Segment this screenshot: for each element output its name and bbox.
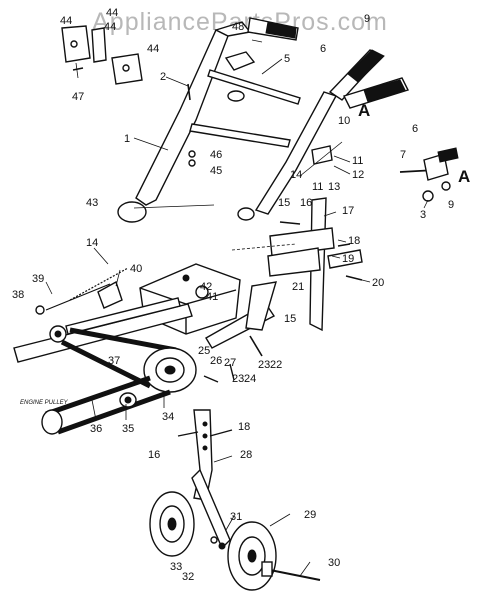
callout-label: 32	[182, 571, 194, 583]
engine-pulley-label: ENGINE PULLEY	[20, 400, 69, 406]
callout-label: 29	[304, 509, 316, 521]
handle-assembly	[117, 17, 409, 223]
belt-drive	[41, 327, 197, 435]
callout-label: 37	[108, 355, 120, 367]
mounting-bracket-assembly	[61, 25, 143, 85]
callout-label: 33	[170, 561, 182, 573]
callout-label: 36	[90, 423, 102, 435]
callout-label: 6	[320, 43, 326, 55]
callout-label: 15	[284, 313, 296, 325]
callout-label: 11	[352, 155, 363, 167]
callout-label: 16	[148, 449, 160, 461]
callout-label: 9	[448, 199, 454, 211]
callout-label: 26	[210, 355, 222, 367]
callout-label: 28	[240, 449, 252, 461]
callout-label: 25	[198, 345, 210, 357]
callout-label: 24	[244, 373, 256, 385]
callout-label: 21	[292, 281, 304, 293]
callout-letter-a-detail: A	[458, 167, 470, 186]
callout-label: 31	[230, 511, 242, 523]
callout-label: 6	[412, 123, 418, 135]
depth-bar-assembly	[231, 197, 363, 332]
callout-label: 47	[72, 91, 84, 103]
hardware	[177, 83, 235, 437]
callout-label: 27	[224, 357, 236, 369]
callout-label: 45	[210, 165, 222, 177]
callout-label: 44	[60, 15, 72, 27]
callout-label: 18	[348, 235, 360, 247]
callout-label: 10	[338, 115, 350, 127]
callout-label: 40	[130, 263, 142, 275]
callout-label: 11	[312, 181, 323, 193]
callout-label: 7	[400, 149, 406, 161]
callout-label: 23	[258, 359, 270, 371]
callout-label: 18	[238, 421, 250, 433]
callout-label: 44	[147, 43, 159, 55]
callout-label: 16	[300, 197, 312, 209]
callout-label: 15	[278, 197, 290, 209]
callout-label: 44	[106, 7, 118, 19]
callout-label: 2	[160, 71, 166, 83]
wheel-assembly	[149, 409, 321, 591]
callout-label: 30	[328, 557, 340, 569]
callout-label: 41	[206, 291, 218, 303]
callout-label: 44	[104, 21, 116, 33]
callout-label: 34	[162, 411, 174, 423]
callout-label: 9	[364, 13, 370, 25]
callout-label: 23	[232, 373, 244, 385]
callout-letter-a: A	[358, 101, 370, 120]
callout-label: 22	[270, 359, 282, 371]
callout-label: 48	[232, 21, 244, 33]
leader-lines	[45, 39, 429, 577]
callout-label: 14	[86, 237, 98, 249]
callout-label: 3	[420, 209, 426, 221]
callout-label: 20	[372, 277, 384, 289]
callout-label: 14	[290, 169, 302, 181]
callout-label: 5	[284, 53, 290, 65]
callout-label: 38	[12, 289, 24, 301]
belt-frame	[13, 267, 193, 363]
callout-label: 35	[122, 423, 134, 435]
callout-label: 19	[342, 253, 354, 265]
callout-label: 13	[328, 181, 340, 193]
callout-label: 12	[352, 169, 364, 181]
callout-labels: 44 44 44 44 47 48 9 6 6 2 5 1 10 46 45 1…	[12, 7, 454, 583]
callout-label: 39	[32, 273, 44, 285]
callout-label: 46	[210, 149, 222, 161]
callout-label: 43	[86, 197, 98, 209]
control-lever-detail	[399, 147, 459, 202]
callout-label: 42	[200, 281, 212, 293]
callout-label: 1	[124, 133, 130, 145]
callout-label: 17	[342, 205, 354, 217]
